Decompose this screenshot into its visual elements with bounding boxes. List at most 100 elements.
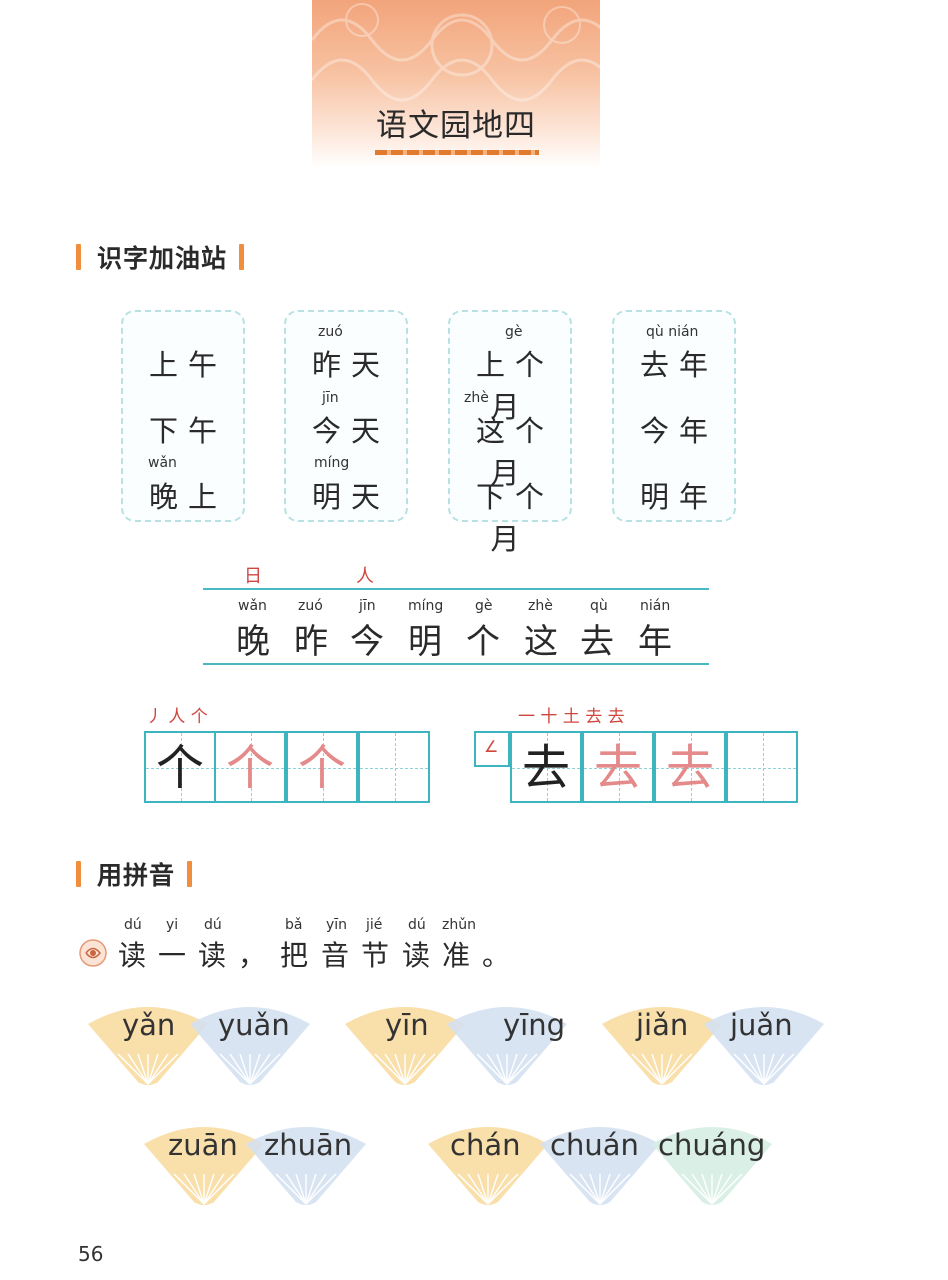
writing-cell-empty[interactable] [358, 731, 430, 803]
unit-title: 语文园地四 [376, 108, 536, 144]
fan-syllable: chuáng [658, 1128, 766, 1162]
sentence-punct: 。 [482, 939, 511, 972]
fan-syllable: zhuān [264, 1128, 353, 1162]
char-glyph: 昨 [294, 622, 328, 662]
word-pinyin: zhè [464, 390, 489, 406]
writing-cell: 去 [654, 731, 726, 803]
fan-syllable: jiǎn [636, 1008, 689, 1042]
char-pinyin: qù [590, 598, 608, 614]
char-pinyin: wǎn [238, 598, 267, 614]
char-pinyin: gè [475, 598, 493, 614]
model-char: 去 [521, 740, 570, 796]
char-glyph: 这 [524, 622, 558, 662]
guide-line-top [203, 588, 709, 590]
fan-shape [652, 1127, 772, 1205]
word-item: 下个月 [450, 474, 570, 558]
sentence-pinyin: zhǔn [442, 917, 476, 933]
char-glyph: 个 [466, 622, 500, 662]
word-pinyin: zuó [318, 324, 343, 340]
stroke-order-qu: 一 十 土 去 去 [518, 707, 625, 727]
fan-shape [345, 1007, 465, 1085]
trace-char: 去 [593, 740, 642, 796]
word-item: 去年 [614, 342, 734, 384]
fan-shape [428, 1127, 548, 1205]
fan-shape [88, 1007, 208, 1085]
writing-cell-empty[interactable] [726, 731, 798, 803]
writing-cell: 去 [510, 731, 582, 803]
sentence-char: 准 [442, 939, 471, 972]
writing-cell: 个 [286, 731, 358, 803]
fan-shape [602, 1007, 722, 1085]
word-text: 明年 [639, 480, 718, 514]
sentence-char: 读 [198, 939, 227, 972]
word-text: 上个月 [475, 348, 554, 424]
word-item: 明年 [614, 474, 734, 516]
word-pinyin: qù nián [646, 324, 699, 340]
sentence-char: 音 [321, 939, 350, 972]
word-pinyin: míng [314, 455, 350, 471]
word-item: 下午 [123, 408, 243, 450]
fan-syllable: yīn [385, 1008, 429, 1042]
unit-banner: 语文园地四 [312, 0, 600, 168]
fan-shape [540, 1127, 660, 1205]
heading-bar-right [239, 244, 245, 270]
reading-icon [79, 939, 107, 967]
stroke-order-ge: 丿 人 个 [146, 707, 208, 727]
char-glyph: 晚 [236, 622, 270, 662]
char-glyph: 去 [580, 622, 614, 662]
word-item: 昨天 [286, 342, 406, 384]
word-card-3: gè 上个月 zhè 这个月 下个月 [448, 310, 572, 556]
writing-cell: 去 [582, 731, 654, 803]
title-underline [375, 150, 539, 155]
char-pinyin: nián [640, 598, 671, 614]
word-text: 去年 [639, 348, 718, 382]
fan-syllable: chuán [550, 1128, 639, 1162]
sentence-pinyin: bǎ [285, 917, 303, 933]
char-pinyin: zuó [298, 598, 323, 614]
sentence-char: 节 [361, 939, 390, 972]
fan-shape [447, 1007, 567, 1085]
char-glyph: 今 [350, 622, 384, 662]
writing-cell: 个 [144, 731, 216, 803]
fan-syllable: juǎn [730, 1008, 793, 1042]
word-item: 这个月 [450, 408, 570, 492]
trace-char: 个 [225, 740, 274, 796]
word-text: 今年 [639, 414, 718, 448]
word-text: 这个月 [475, 414, 554, 490]
fan-shape [190, 1007, 310, 1085]
word-item: 今年 [614, 408, 734, 450]
sentence-pinyin: jié [366, 917, 383, 933]
fan-shape [144, 1127, 264, 1205]
fan-syllable: yīng [503, 1008, 566, 1042]
sentence-pinyin: dú [408, 917, 426, 933]
heading-bar-left [76, 244, 81, 270]
fan-shape [704, 1007, 824, 1085]
stroke-mark-box: ∠ [474, 731, 510, 767]
heading-bar-right [187, 861, 193, 887]
writing-cell: 个 [214, 731, 286, 803]
word-item: 明天 [286, 474, 406, 516]
section-heading-pinyin: 用拼音 [76, 858, 193, 890]
trace-char: 个 [297, 740, 346, 796]
sentence-pinyin: yīn [326, 917, 348, 933]
word-item: 晚上 [123, 474, 243, 516]
pattern-decoration [312, 3, 600, 102]
fan-syllable: zuān [168, 1128, 238, 1162]
sentence-pinyin: dú [124, 917, 142, 933]
word-text: 晚上 [148, 480, 227, 514]
sentence-char: 把 [280, 939, 309, 972]
word-text: 明天 [311, 480, 390, 514]
fan-syllable: yuǎn [218, 1008, 290, 1042]
fan-syllable: chán [450, 1128, 521, 1162]
word-card-1: 上午 下午 wǎn 晚上 [121, 310, 245, 522]
section-title: 用拼音 [97, 861, 176, 890]
word-card-4: qù nián 去年 今年 明年 [612, 310, 736, 522]
page-number: 56 [78, 1242, 104, 1266]
section-heading-literacy: 识字加油站 [76, 241, 245, 273]
word-card-2: zuó 昨天 jīn 今天 míng 明天 [284, 310, 408, 522]
stroke-mark: ∠ [484, 737, 499, 756]
char-pinyin: zhè [528, 598, 553, 614]
sentence-char: 一 [158, 939, 187, 972]
section-title: 识字加油站 [97, 244, 228, 273]
guide-line-bottom [203, 663, 709, 665]
